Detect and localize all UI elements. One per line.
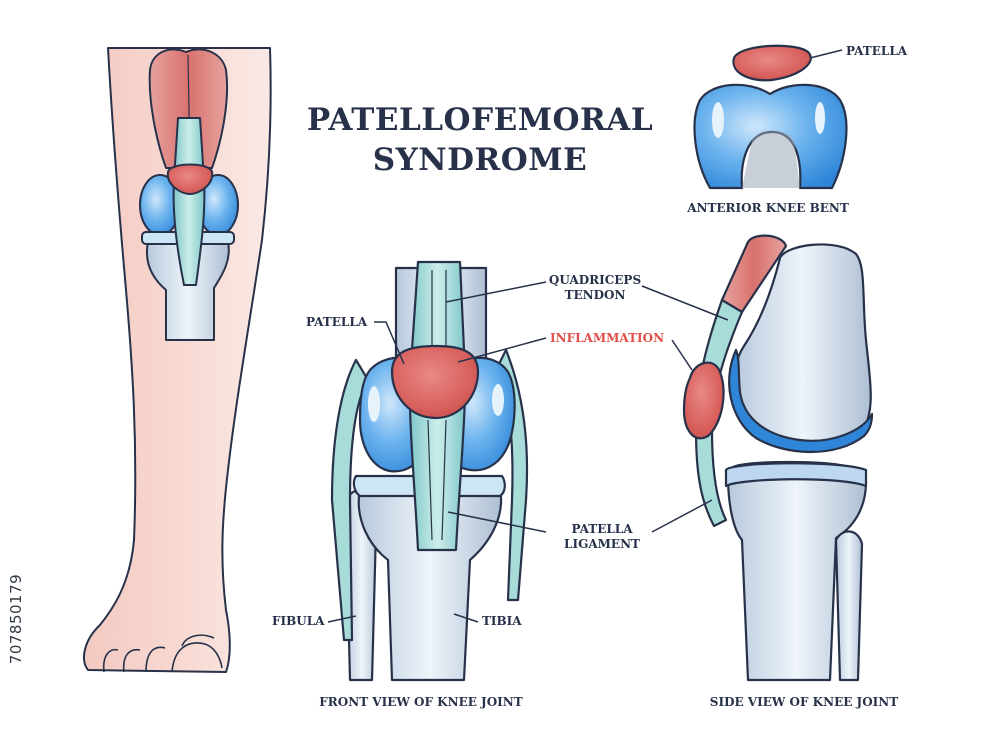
- label-patella-top: PATELLA: [846, 44, 908, 58]
- leader-lines: [327, 49, 843, 623]
- front-view-knee-illustration: [330, 260, 529, 682]
- toe-lines: [102, 642, 223, 673]
- leader-patella-top: [809, 49, 843, 59]
- patella-small: [166, 163, 214, 195]
- tibia-bone: [357, 486, 503, 682]
- quad-tendon-small: [172, 117, 206, 286]
- title-line-1: PATELLOFEMORAL: [306, 102, 654, 138]
- patella-front-bone: [390, 344, 480, 420]
- label-inflammation: INFLAMMATION: [550, 331, 665, 345]
- title-line-2: SYNDROME: [372, 142, 588, 178]
- stock-id-watermark: 707850179: [6, 510, 28, 750]
- page-title: PATELLOFEMORAL SYNDROME: [300, 100, 660, 180]
- leader-inflammation-front: [457, 337, 547, 363]
- label-fibula: FIBULA: [272, 614, 325, 628]
- caption-side-view: SIDE VIEW OF KNEE JOINT: [709, 695, 899, 709]
- label-anterior-knee-bent: ANTERIOR KNEE BENT: [687, 201, 849, 215]
- label-tibia: TIBIA: [482, 614, 522, 628]
- leader-quadriceps-front: [445, 281, 547, 303]
- femoral-cartilage-side: [728, 348, 874, 453]
- stock-id: 707850179: [7, 573, 25, 665]
- leader-inflammation-side: [671, 339, 693, 371]
- leader-tibia: [453, 613, 479, 623]
- side-view-knee-illustration: [682, 234, 874, 682]
- medial-ligament: [330, 358, 370, 642]
- label-patella-ligament: PATELLA LIGAMENT: [548, 522, 656, 552]
- tibia-small: [146, 241, 230, 341]
- leader-patella-front: [374, 321, 405, 365]
- leader-ligament-front: [447, 511, 547, 533]
- caption-front-view: FRONT VIEW OF KNEE JOINT: [319, 695, 523, 709]
- leader-ligament-side: [651, 499, 713, 533]
- leg-illustration: [83, 47, 272, 673]
- thigh-muscle: [148, 48, 229, 169]
- label-quadriceps-line-1: QUADRICEPS: [548, 273, 642, 287]
- tibial-plateau: [724, 462, 868, 488]
- label-ligament-line-1: PATELLA: [571, 522, 633, 536]
- femur-condyles-bent: [693, 83, 848, 190]
- anterior-knee-bent-illustration: [693, 44, 848, 190]
- label-ligament-line-2: LIGAMENT: [564, 537, 640, 551]
- patella-side-bone: [682, 361, 725, 440]
- label-patella-front: PATELLA: [306, 315, 368, 329]
- fibula-side: [834, 530, 864, 682]
- leader-quadriceps-side: [641, 285, 729, 321]
- leader-fibula: [327, 615, 357, 623]
- label-quadriceps-line-2: TENDON: [564, 288, 626, 302]
- patella-top-bone: [732, 44, 812, 82]
- label-quadriceps-tendon: QUADRICEPS TENDON: [540, 273, 650, 303]
